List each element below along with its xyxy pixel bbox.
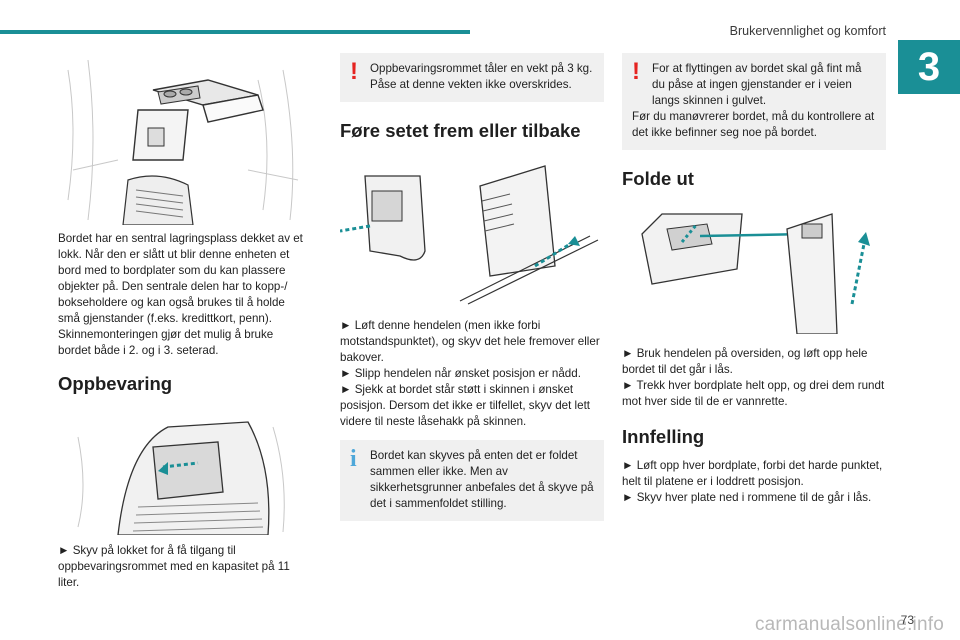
watermark-url: carmanualsonline.info: [754, 614, 944, 635]
storage-heading: Oppbevaring: [58, 373, 173, 394]
info-icon: i: [350, 446, 357, 472]
move-steps-text: ► Løft denne hendelen (men ikke forbi mo…: [340, 319, 600, 428]
info-text: Bordet kan skyves på enten det er foldet…: [370, 449, 594, 510]
chapter-badge: 3: [898, 40, 960, 94]
warning-text: Oppbevaringsrommet tåler en vekt på 3 kg…: [370, 62, 593, 91]
warning-icon: !: [632, 58, 640, 85]
unfold-illustration: [622, 204, 886, 334]
page-number: 73: [900, 613, 914, 627]
fold-heading: Innfelling: [622, 426, 705, 447]
storage-step-text: ► Skyv på lokket for å få tilgang til op…: [58, 544, 290, 589]
move-seat-heading: Føre setet frem eller tilbake: [340, 120, 581, 141]
slide-info-note: i Bordet kan skyves på enten det er fold…: [340, 440, 604, 521]
column-2: ! Oppbevaringsrommet tåler en vekt på 3 …: [340, 50, 604, 521]
column-1: Bordet har en sentral lagringsplass dekk…: [58, 50, 304, 591]
storage-illustration: [58, 407, 304, 535]
unfold-heading: Folde ut: [622, 168, 694, 189]
rail-clearance-warning: ! For at flyttingen av bordet skal gå fi…: [622, 53, 886, 150]
unfold-steps-text: ► Bruk hendelen på oversiden, og løft op…: [622, 347, 885, 408]
fold-steps-text: ► Løft opp hver bordplate, forbi det har…: [622, 459, 883, 504]
column-3: ! For at flyttingen av bordet skal gå fi…: [622, 50, 886, 506]
page-header-title: Brukervennlighet og komfort: [729, 24, 886, 38]
warning-icon: !: [350, 58, 358, 85]
storage-weight-warning: ! Oppbevaringsrommet tåler en vekt på 3 …: [340, 53, 604, 102]
table-intro-text: Bordet har en sentral lagringsplass dekk…: [58, 232, 303, 357]
warning-text-2: Før du manøvrerer bordet, må du kontroll…: [632, 110, 875, 139]
header-rule: [0, 30, 470, 34]
table-overview-illustration: [58, 50, 304, 225]
slide-illustration: [340, 156, 604, 306]
warning-text-1: For at flyttingen av bordet skal gå fint…: [652, 62, 862, 107]
